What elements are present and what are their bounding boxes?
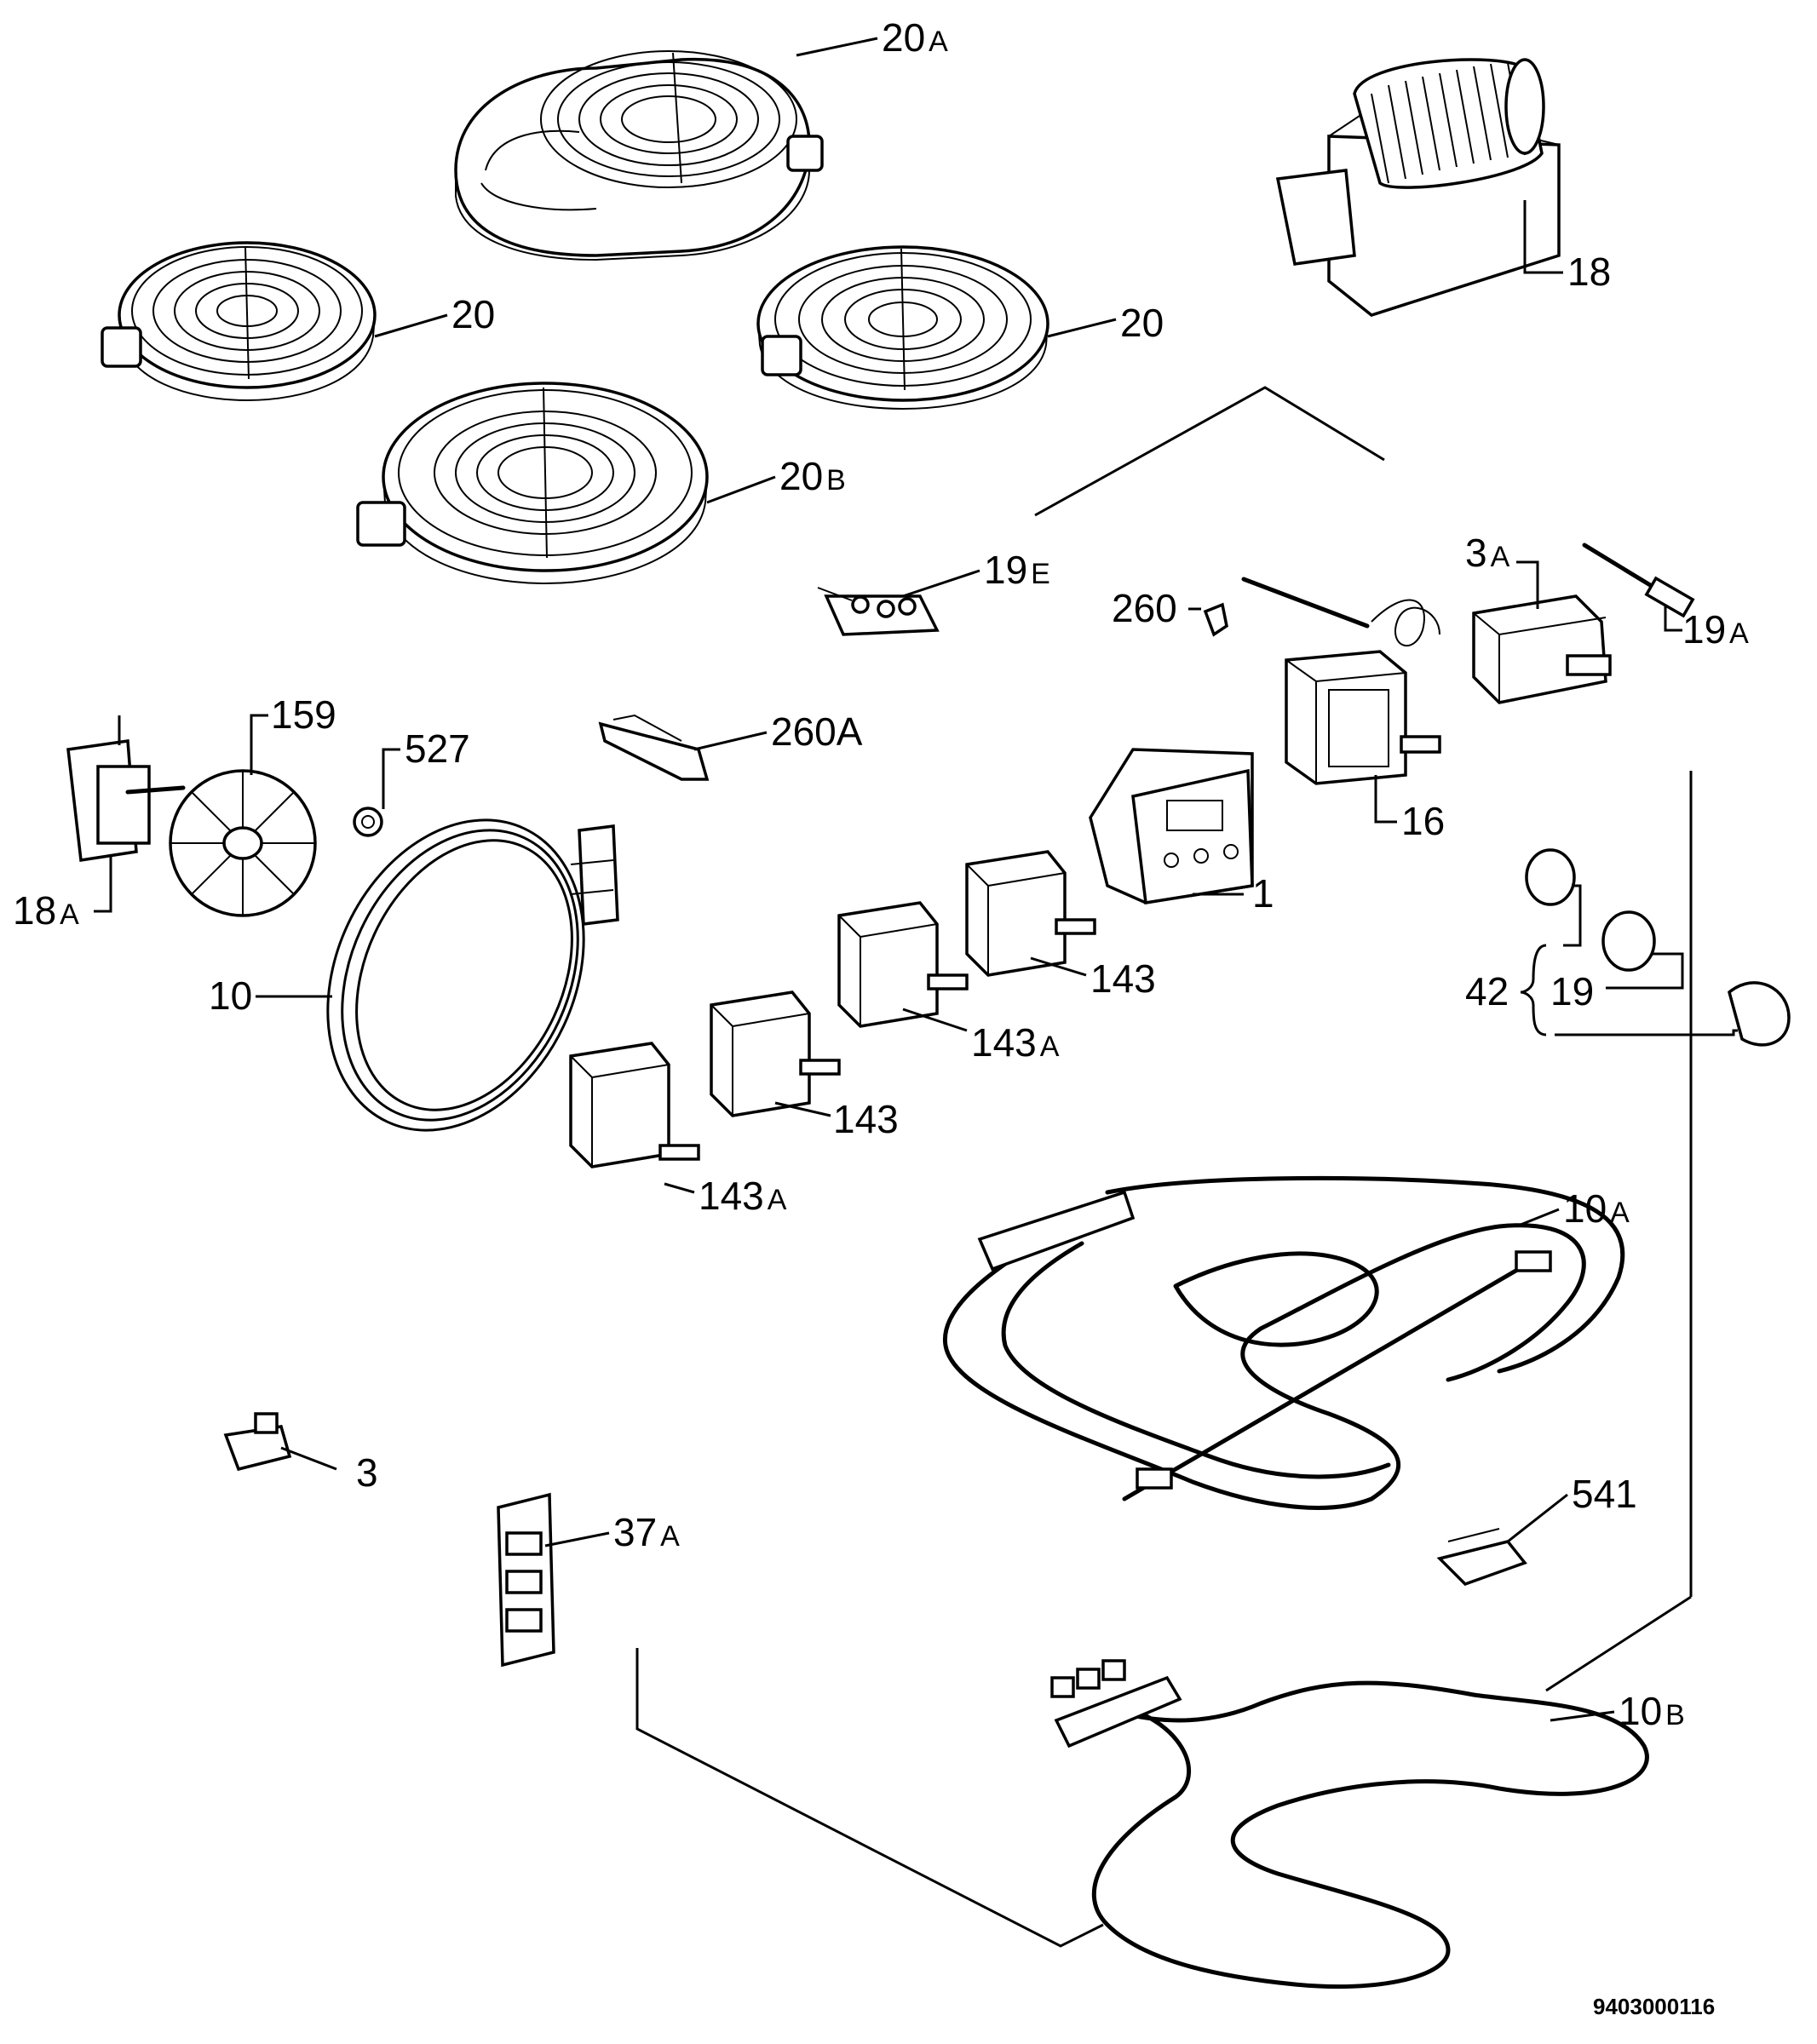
- part-143a-regulator-mid: [837, 901, 969, 1028]
- part-18a-fan-motor: [66, 715, 186, 863]
- part-10a-grill-element: [943, 1175, 1625, 1510]
- part-20a-oval-hotplate: [454, 50, 824, 261]
- label-1: 1: [1252, 871, 1274, 916]
- part-42-oven-lamp-assembly: [1525, 771, 1791, 1597]
- label-260a: 260A: [771, 709, 863, 754]
- leader-lines: [94, 37, 1738, 1722]
- label-159: 159: [271, 692, 336, 737]
- part-143-regulator-top: [965, 850, 1096, 977]
- part-19e-door-switch: [817, 587, 940, 636]
- group-outline-lower: [635, 1648, 1104, 1948]
- label-20-left: 20: [451, 292, 495, 336]
- label-20-right: 20: [1120, 301, 1164, 345]
- part-16-selector-switch: [1285, 650, 1441, 785]
- label-3: 3: [356, 1450, 378, 1495]
- label-10: 10: [209, 973, 252, 1018]
- part-260-clip: [1203, 602, 1228, 637]
- label-42: 42: [1465, 969, 1509, 1013]
- part-18-tangential-fan: [1275, 58, 1561, 317]
- part-3a-thermostat: [1241, 577, 1612, 704]
- part-20-right-round-hotplate: [756, 245, 1049, 411]
- brace-42: [1520, 944, 1547, 1036]
- part-159-fan-blade: [169, 769, 317, 917]
- label-143-mid: 143: [833, 1097, 899, 1141]
- part-19a-temperature-sensor: [1582, 543, 1695, 618]
- part-10b-bottom-element: [1050, 1659, 1649, 1989]
- group-outline-lower-right: [1545, 1595, 1692, 1692]
- label-260: 260: [1112, 586, 1177, 630]
- label-18: 18: [1567, 250, 1611, 294]
- label-19: 19: [1550, 969, 1594, 1013]
- part-527-nut: [353, 807, 383, 837]
- part-143a-regulator-low: [569, 1042, 700, 1168]
- part-10-circular-element: [326, 818, 619, 1132]
- part-143-regulator-mid: [710, 990, 841, 1117]
- label-143-top: 143: [1090, 956, 1156, 1001]
- label-16: 16: [1401, 799, 1445, 843]
- label-541: 541: [1572, 1472, 1637, 1516]
- part-20-left-round-hotplate: [101, 241, 377, 402]
- part-3-connector: [223, 1412, 292, 1472]
- part-37a-terminal-block: [497, 1492, 555, 1668]
- part-260a-bracket: [598, 714, 710, 781]
- reference-number: 9403000116: [1593, 1994, 1715, 2019]
- part-1-electronic-timer: [1089, 748, 1254, 905]
- group-outline-upper: [1034, 386, 1385, 517]
- part-20b-large-hotplate: [356, 382, 709, 585]
- label-527: 527: [405, 726, 470, 771]
- part-541-lamp-holder: [1436, 1528, 1527, 1587]
